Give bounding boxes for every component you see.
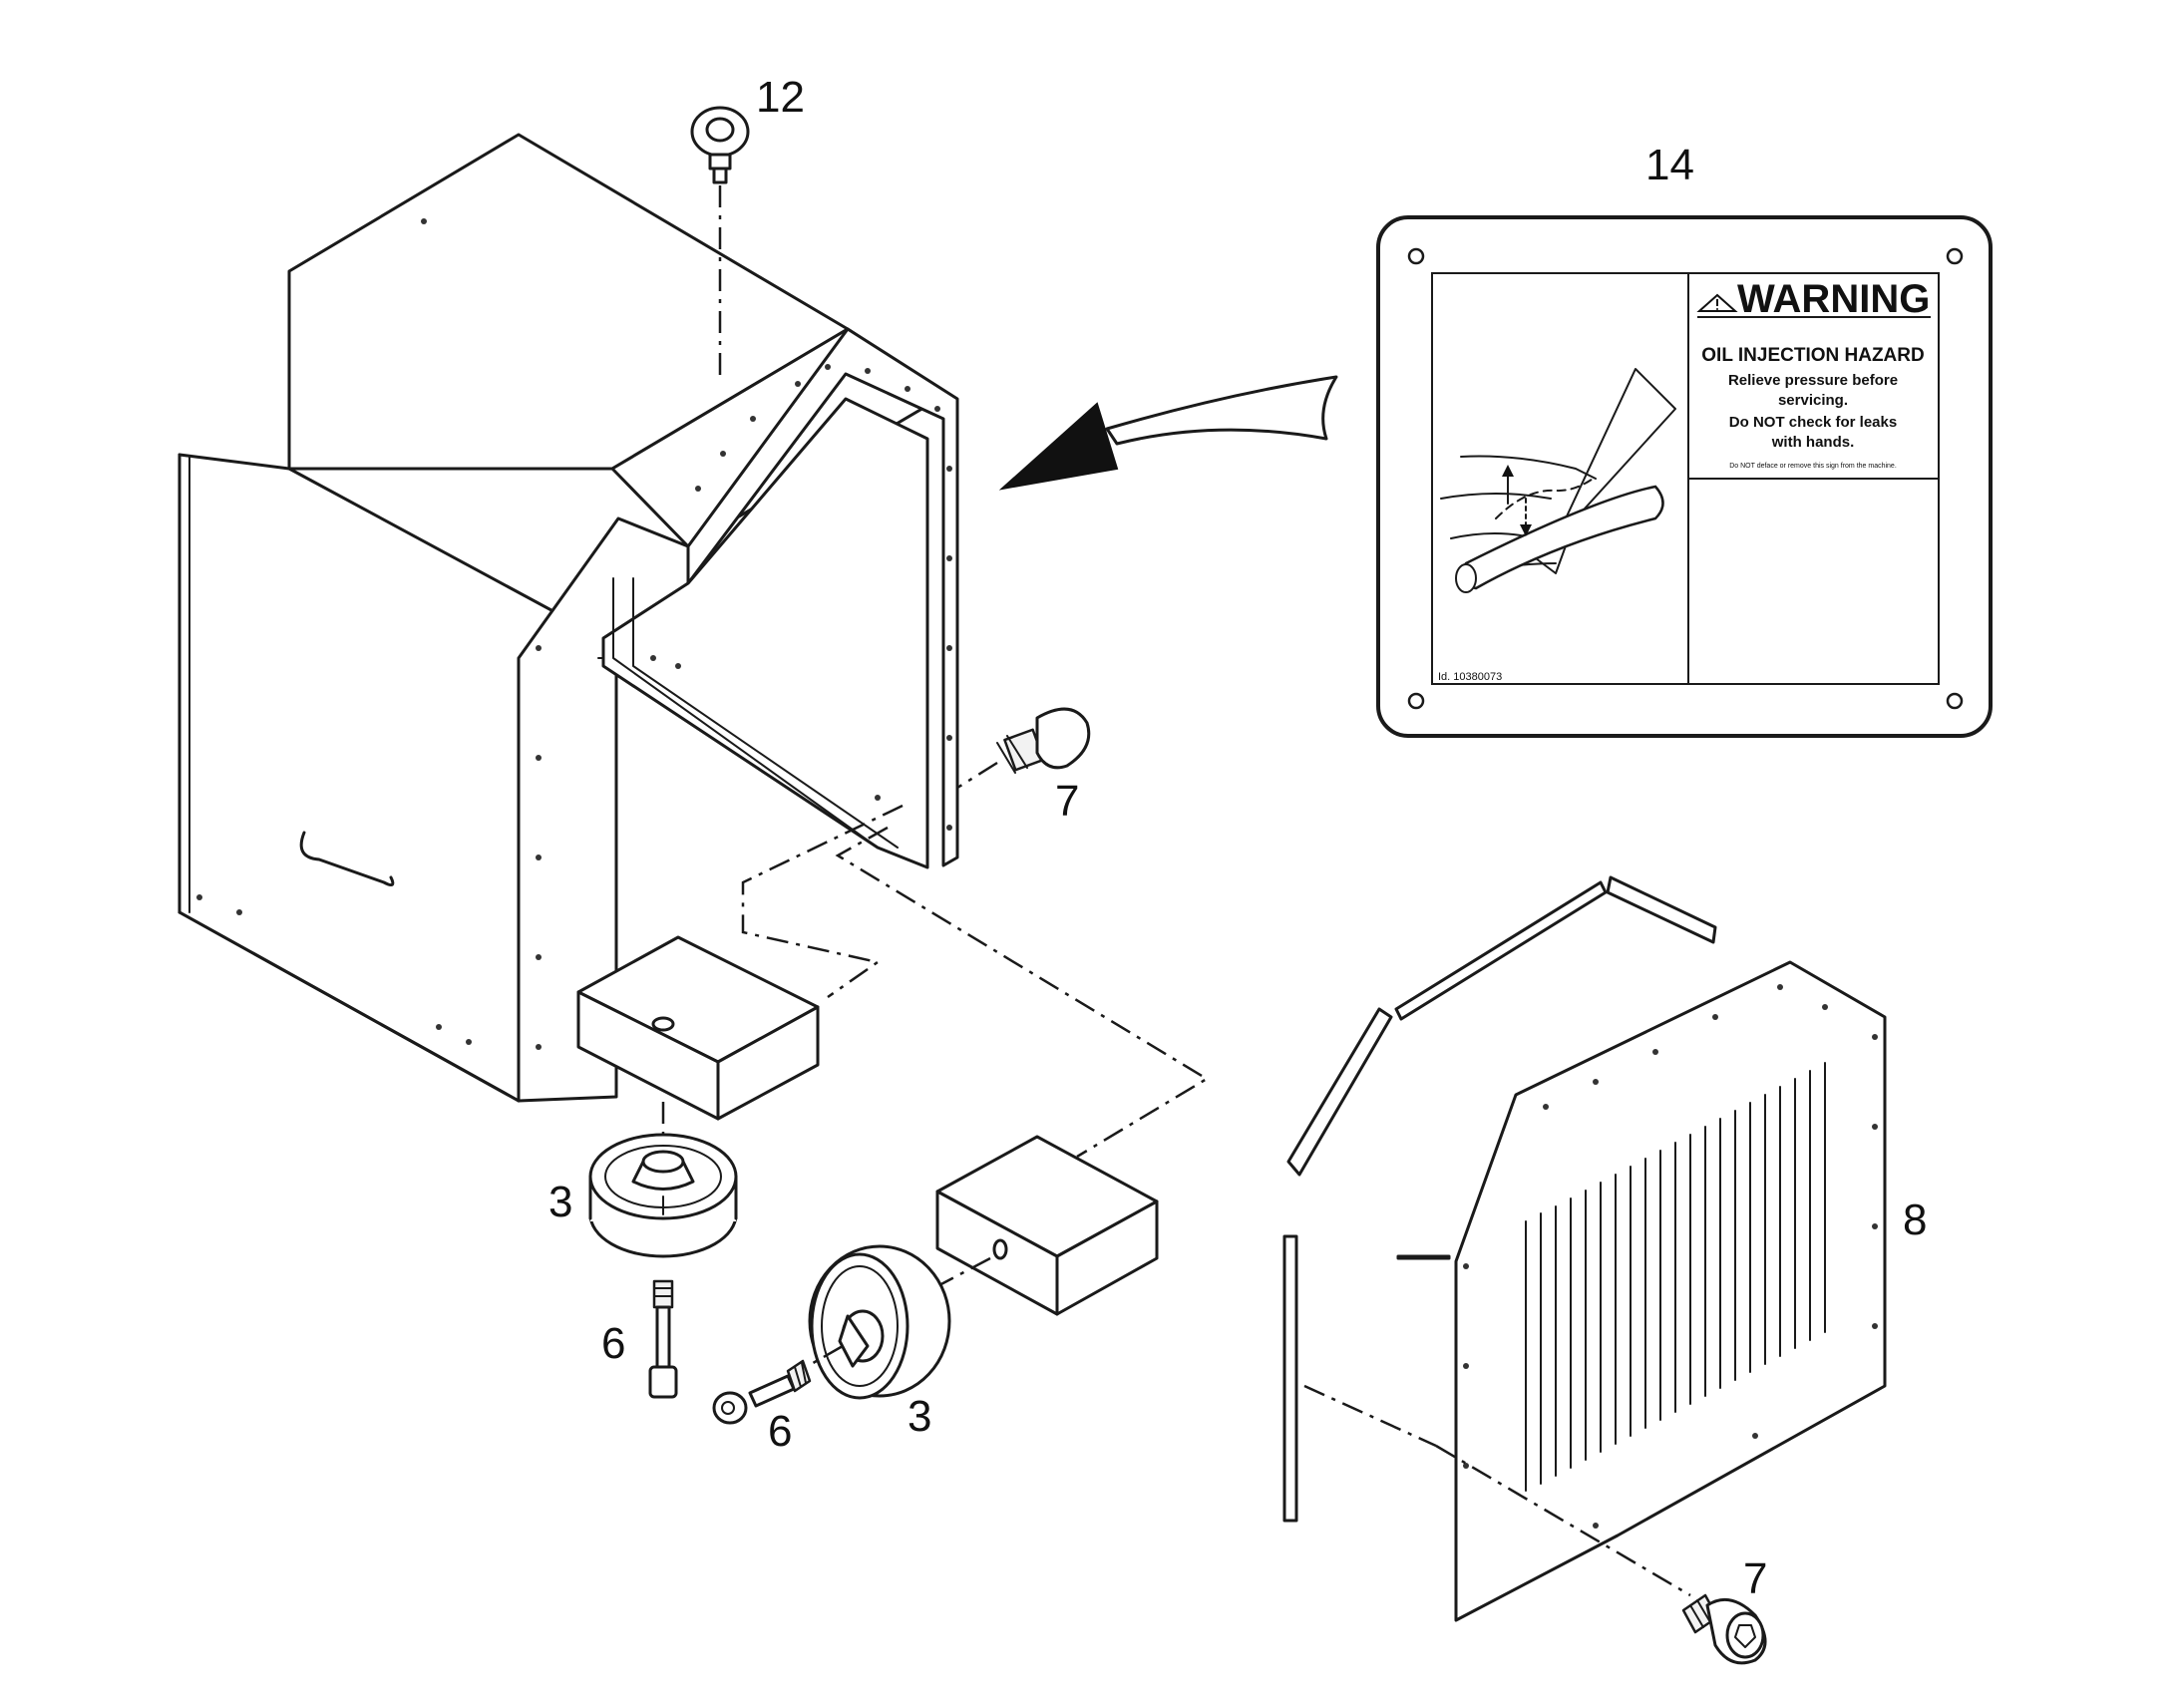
pointer-arrow: [998, 375, 1338, 491]
hand-injection-pictogram: [1440, 368, 1676, 593]
warning-label-id: Id. 10380073: [1438, 671, 1502, 683]
warning-line-1: Relieve pressure before: [1728, 372, 1898, 389]
trim-strips: [1282, 875, 1717, 1597]
callout-wheel-right: 3: [908, 1392, 931, 1441]
shoulder-bolt-right: [712, 1359, 812, 1425]
cart-hood: [178, 133, 959, 1103]
warning-header: WARNING: [1737, 277, 1930, 321]
callout-wheel-left: 3: [548, 1178, 572, 1226]
side-panel-slats: [1525, 1062, 1826, 1492]
hood-rivets: [196, 218, 952, 1050]
shoulder-bolt-left: [648, 1279, 678, 1399]
eyebolt: [690, 106, 750, 379]
mount-block-right: [935, 1135, 1159, 1316]
callout-screw-top: 7: [1055, 777, 1079, 826]
callout-screw-bottom: 7: [1743, 1554, 1767, 1603]
leader-left-block: [741, 804, 904, 999]
cap-screw-top: [956, 707, 1091, 790]
callout-side-panel: 8: [1903, 1196, 1927, 1244]
wheel-right: [807, 1244, 951, 1400]
warning-triangle-icon: [1696, 293, 1738, 312]
side-panel: [1396, 960, 1887, 1622]
callout-eyebolt: 12: [756, 73, 805, 122]
leader-right-block: [835, 826, 1210, 1159]
warning-line-4: with hands.: [1771, 434, 1855, 451]
callout-warning-label: 14: [1645, 141, 1694, 189]
warning-line-3: Do NOT check for leaks: [1729, 414, 1897, 431]
side-panel-holes: [1463, 984, 1878, 1529]
callout-bolt-left: 6: [601, 1319, 625, 1368]
wheel-left: [588, 1133, 738, 1258]
mount-block-left: [576, 935, 820, 1167]
warning-line-2: servicing.: [1778, 392, 1848, 409]
callout-bolt-right: 6: [768, 1407, 792, 1456]
cap-screw-bottom: [1681, 1593, 1767, 1665]
warning-label: WARNING OIL INJECTION HAZARD Relieve pre…: [1376, 215, 1993, 738]
warning-title: OIL INJECTION HAZARD: [1701, 345, 1924, 366]
warning-fine-print: Do NOT deface or remove this sign from t…: [1729, 463, 1897, 470]
